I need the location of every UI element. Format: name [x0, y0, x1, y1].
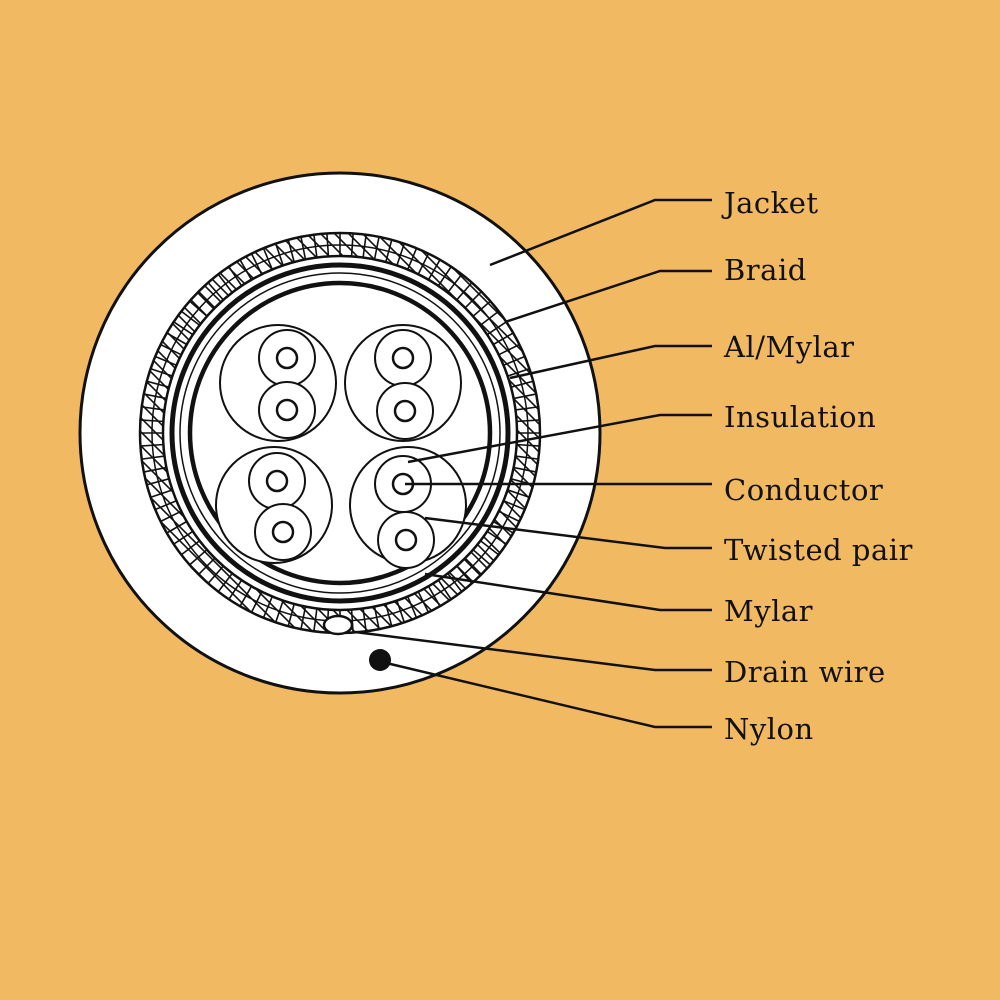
drain-wire: [322, 614, 354, 636]
label-mylar: Mylar: [724, 594, 814, 628]
twisted-pair-4: [349, 446, 467, 569]
label-nylon: Nylon: [724, 712, 814, 746]
leader-nylon: [381, 660, 712, 729]
conductor-circle: [275, 398, 299, 422]
label-conductor: Conductor: [724, 473, 884, 507]
leader-drain-wire: [354, 630, 712, 672]
twisted-pair-3: [215, 446, 333, 564]
al-mylar-layer: [169, 262, 511, 604]
label-drain-wire: Drain wire: [724, 655, 886, 689]
label-insulation: Insulation: [724, 400, 877, 434]
leader-braid: [504, 269, 712, 324]
label-jacket: Jacket: [724, 186, 819, 220]
mylar-layer: [187, 280, 493, 586]
conductor-circle: [391, 346, 415, 370]
twisted-pair-2: [344, 324, 462, 442]
conductor-circle: [275, 346, 299, 370]
leader-jacket: [489, 198, 712, 267]
conductor-circle: [394, 528, 418, 552]
label-braid: Braid: [724, 253, 807, 287]
nylon-ripcord: [369, 649, 391, 671]
conductor-circle: [271, 520, 295, 544]
leader-twisted-pair: [424, 516, 712, 550]
twisted-pairs-group: [215, 324, 467, 569]
leader-insulation: [407, 413, 712, 464]
leader-lines: [354, 198, 712, 729]
leader-mylar: [424, 572, 712, 612]
conductor-circle: [393, 399, 417, 423]
label-twisted-pair: Twisted pair: [724, 533, 913, 567]
label-al-mylar: Al/Mylar: [724, 330, 855, 364]
conductor-circle: [265, 469, 289, 493]
twisted-pair-1: [219, 324, 337, 442]
leader-al-mylar: [509, 344, 712, 380]
